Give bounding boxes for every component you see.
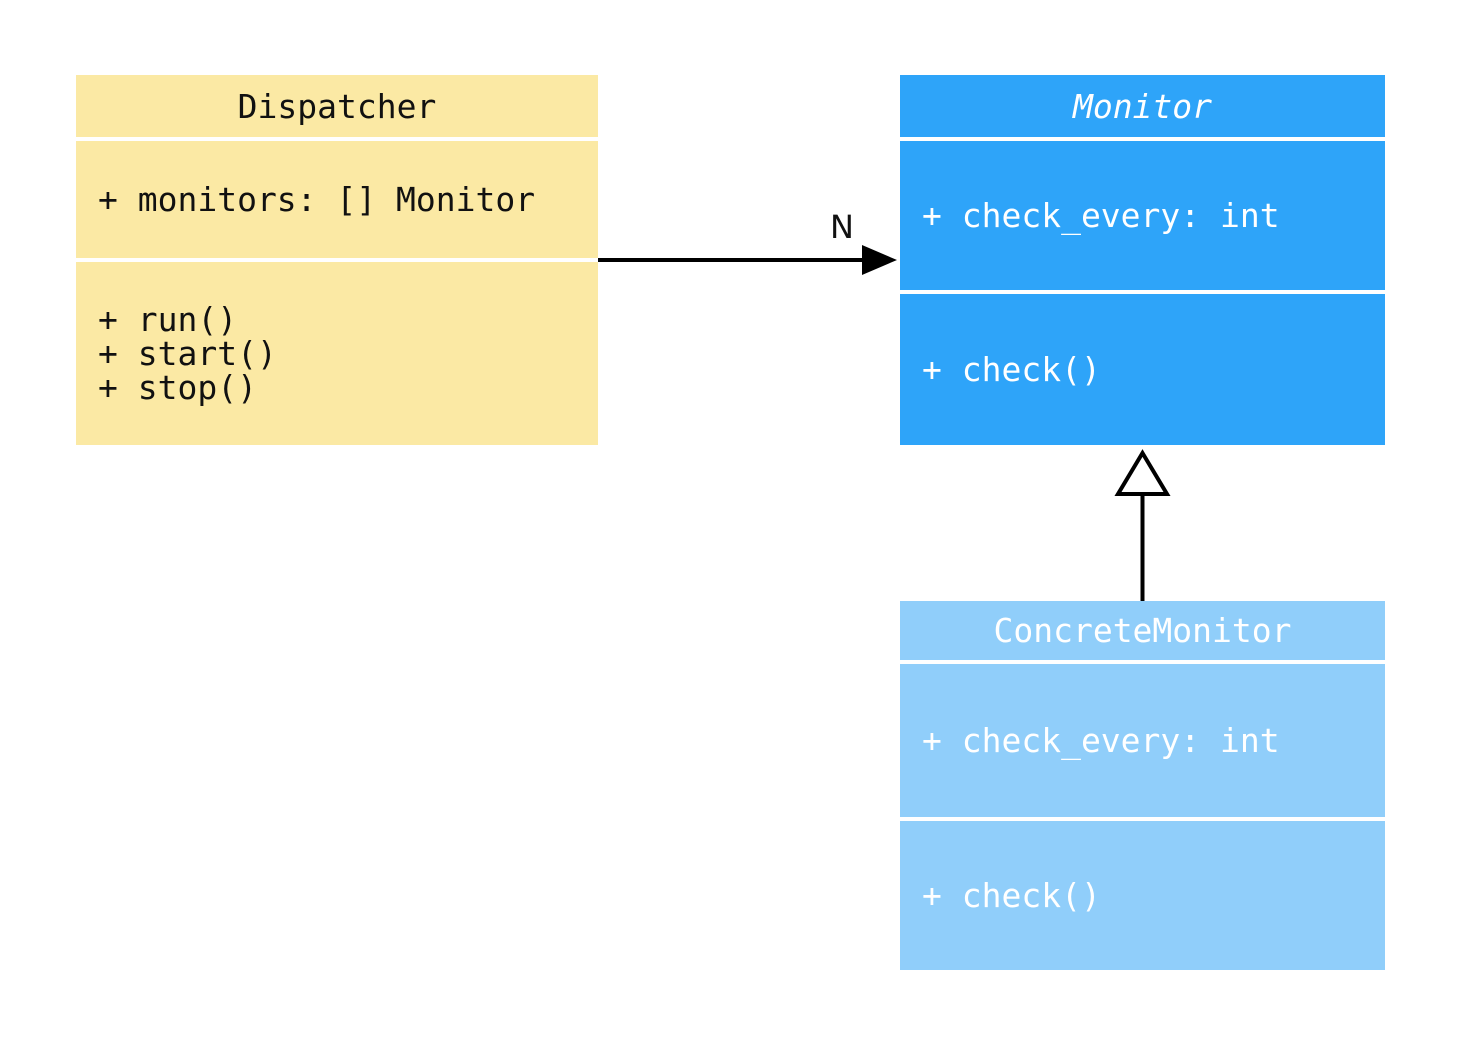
method-stop: + stop() <box>98 367 257 407</box>
class-title-monitor: Monitor <box>1072 86 1213 126</box>
inheritance-triangle-icon <box>1114 449 1171 496</box>
method-start: + start() <box>98 333 277 373</box>
attribute-monitors: + monitors: [] Monitor <box>98 179 536 219</box>
class-box-monitor[interactable]: Monitor + check_every: int + check() <box>900 75 1385 445</box>
class-attributes-concrete-monitor: + check_every: int <box>900 660 1385 817</box>
class-methods-dispatcher: + run() + start() + stop() <box>76 258 598 445</box>
method-run: + run() <box>98 299 238 339</box>
class-title-concrete-monitor: ConcreteMonitor <box>993 611 1292 650</box>
method-check: + check() <box>922 875 1101 915</box>
class-box-concrete-monitor[interactable]: ConcreteMonitor + check_every: int + che… <box>900 601 1385 970</box>
association-arrowhead-icon <box>862 245 897 275</box>
class-box-dispatcher[interactable]: Dispatcher + monitors: [] Monitor + run(… <box>76 75 598 445</box>
class-attributes-dispatcher: + monitors: [] Monitor <box>76 137 598 258</box>
class-attributes-monitor: + check_every: int <box>900 137 1385 290</box>
attribute-check-every: + check_every: int <box>922 720 1280 760</box>
method-check: + check() <box>922 349 1101 389</box>
association-cardinality-label: N <box>830 208 854 246</box>
attribute-check-every: + check_every: int <box>922 195 1280 235</box>
class-methods-monitor: + check() <box>900 290 1385 445</box>
class-title-dispatcher: Dispatcher <box>237 86 437 126</box>
class-methods-concrete-monitor: + check() <box>900 817 1385 970</box>
